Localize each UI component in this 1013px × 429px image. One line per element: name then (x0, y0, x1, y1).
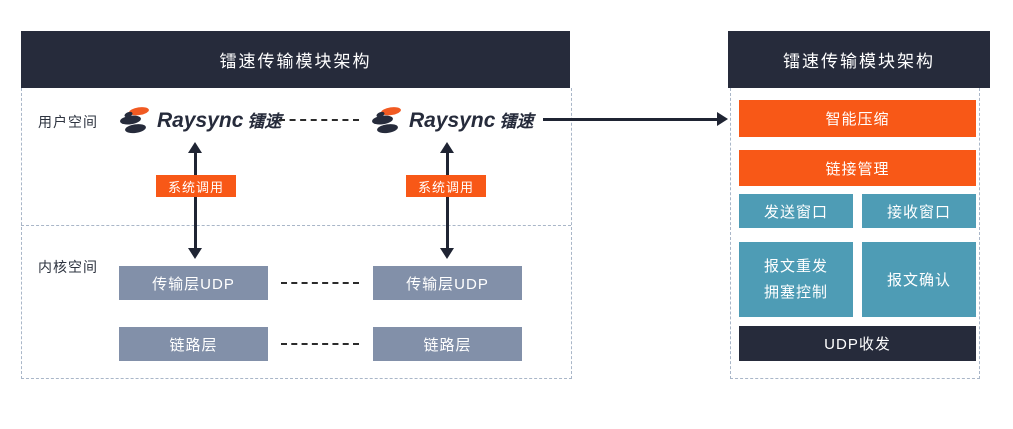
transport-peer-connector (281, 282, 359, 284)
retransmission-congestion-box: 报文重发 拥塞控制 (739, 242, 853, 317)
link-layer-box-right: 链路层 (373, 327, 522, 361)
transport-udp-box-left: 传输层UDP (119, 266, 268, 300)
arrow-up-icon (440, 142, 454, 153)
link-peer-connector (281, 343, 359, 345)
udp-transceiver-box: UDP收发 (739, 326, 976, 361)
panel-link-arrow-head-icon (717, 112, 728, 126)
left-panel-title: 镭速传输模块架构 (219, 52, 372, 71)
raysync-brand-cn: 镭速 (499, 112, 534, 131)
user-space-label: 用户空间 (38, 114, 98, 130)
congestion-control-label: 拥塞控制 (763, 283, 828, 301)
syscall-arrow-left-line (194, 151, 197, 249)
raysync-brand-en: Raysync (409, 109, 496, 132)
arrow-up-icon (188, 142, 202, 153)
raysync-logo-right: Raysync 镭速 (371, 105, 533, 135)
kernel-space-label: 内核空间 (38, 259, 98, 275)
arrow-down-icon (188, 248, 202, 259)
left-panel-body (21, 88, 572, 379)
raysync-logo-text: Raysync 镭速 (409, 107, 533, 133)
smart-compression-box: 智能压缩 (739, 100, 976, 137)
syscall-arrow-right-line (446, 151, 449, 249)
raysync-logo-left: Raysync 镭速 (119, 105, 281, 135)
link-layer-box-left: 链路层 (119, 327, 268, 361)
retransmission-congestion-text: 报文重发 拥塞控制 (764, 254, 828, 306)
packet-retransmission-label: 报文重发 (763, 257, 828, 275)
arrow-down-icon (440, 248, 454, 259)
receive-window-box: 接收窗口 (862, 194, 976, 228)
packet-ack-box: 报文确认 (862, 242, 976, 317)
right-panel-title: 镭速传输模块架构 (783, 52, 935, 71)
right-panel-header: 镭速传输模块架构 (728, 31, 990, 88)
right-panel-body (730, 88, 980, 379)
transport-udp-box-right: 传输层UDP (373, 266, 522, 300)
panel-link-arrow-line (543, 118, 718, 121)
send-window-box: 发送窗口 (739, 194, 853, 228)
user-kernel-divider (21, 225, 571, 226)
syscall-badge-right: 系统调用 (406, 175, 486, 197)
raysync-logo-text: Raysync 镭速 (157, 107, 281, 133)
raysync-brand-cn: 镭速 (247, 112, 282, 131)
raysync-brand-en: Raysync (157, 109, 244, 132)
raysync-logo-icon (372, 107, 401, 134)
left-panel-header: 镭速传输模块架构 (21, 31, 570, 88)
link-management-box: 链接管理 (739, 150, 976, 186)
logo-peer-connector (279, 119, 359, 121)
syscall-badge-left: 系统调用 (156, 175, 236, 197)
raysync-logo-icon (120, 107, 149, 134)
